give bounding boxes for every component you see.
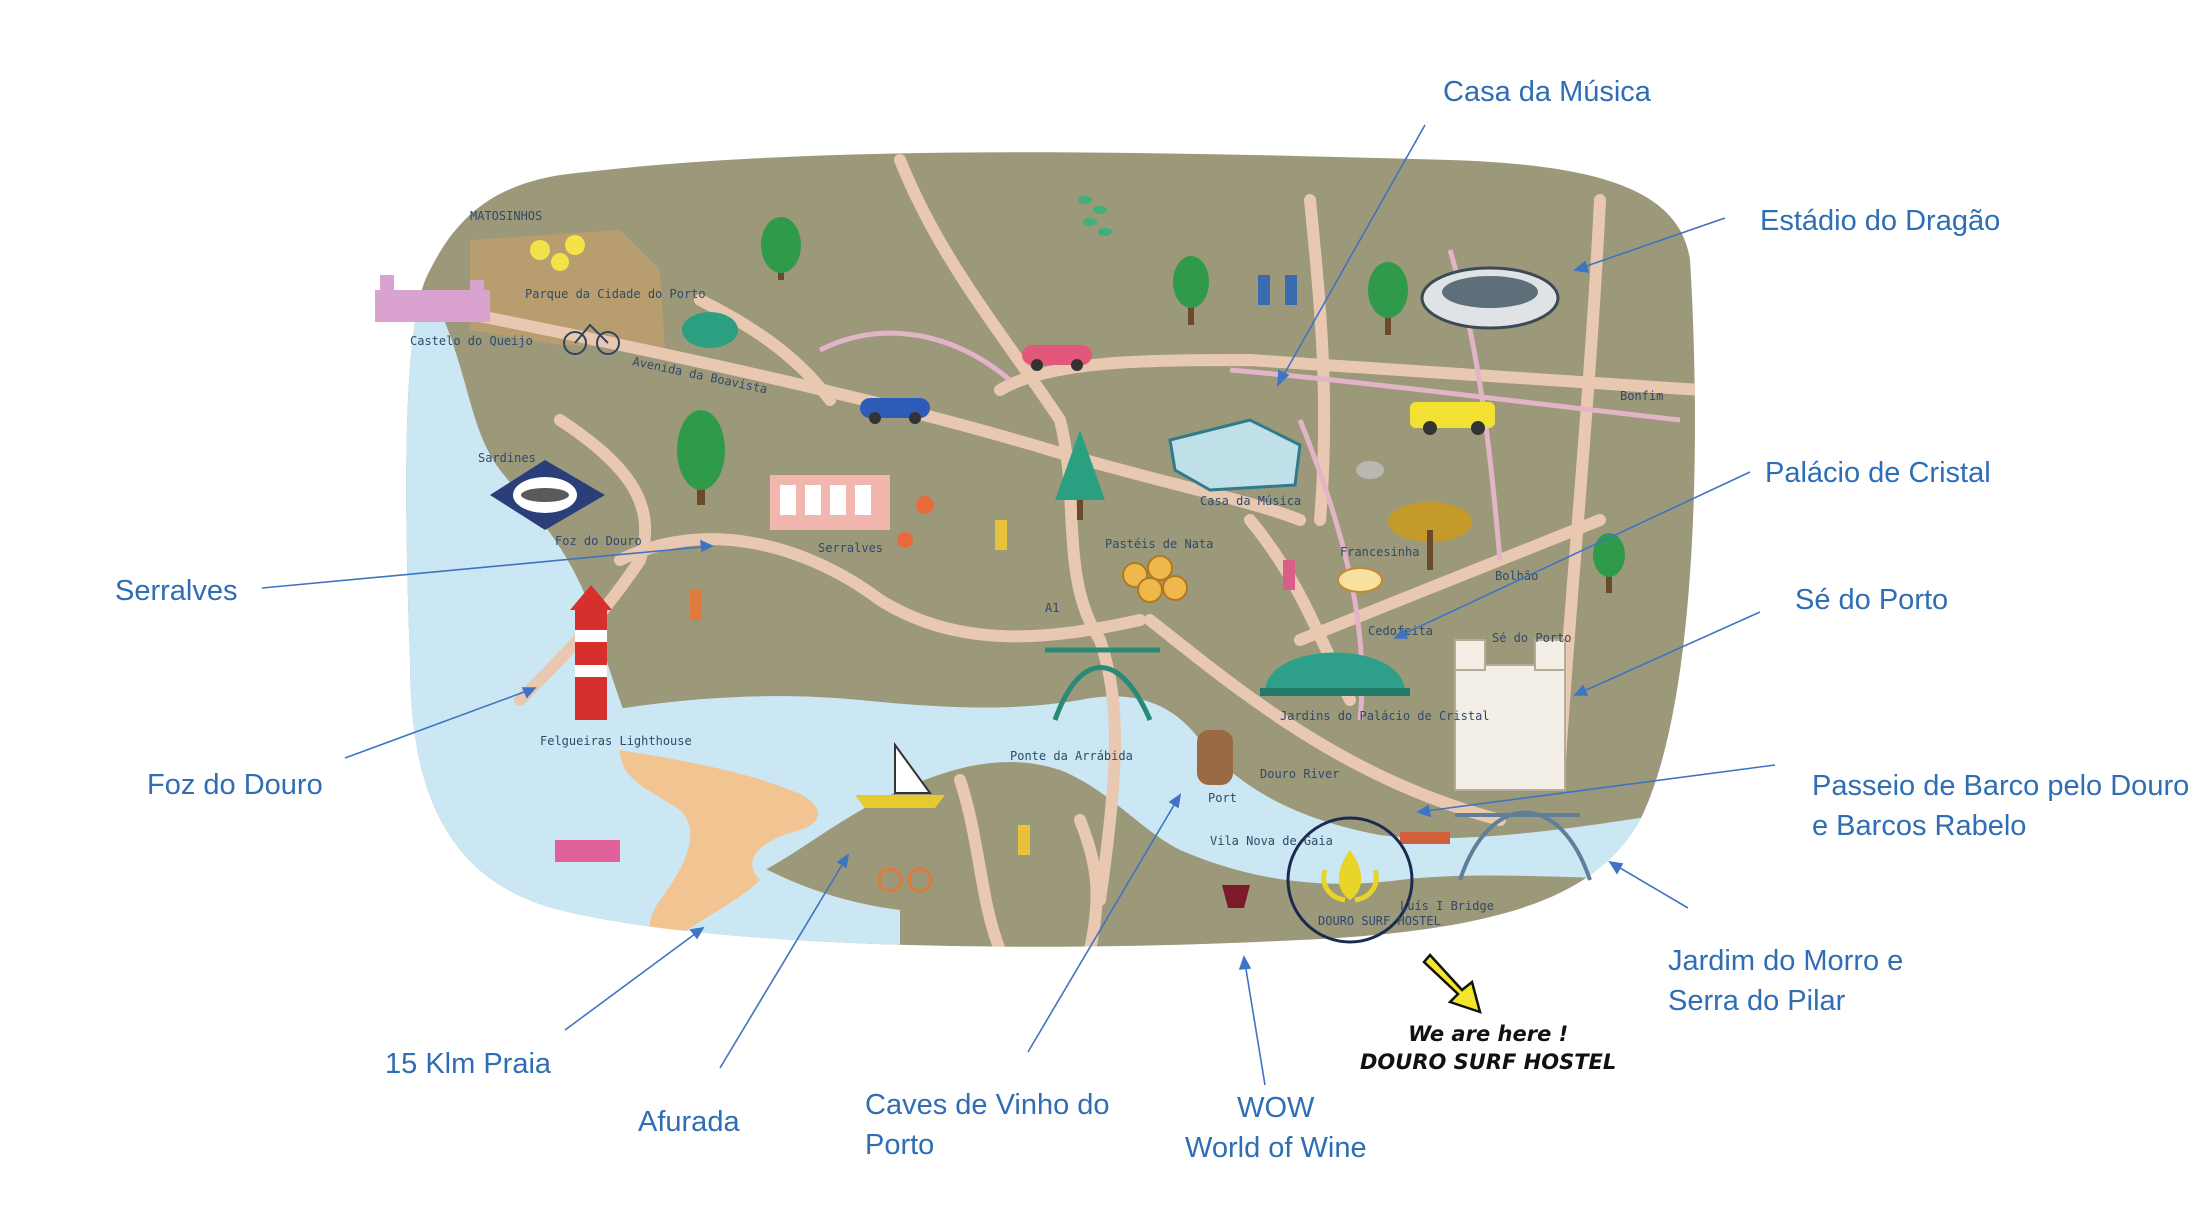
label-port: Port	[1208, 791, 1237, 805]
beach-sand	[620, 750, 819, 939]
label-francesinha: Francesinha	[1340, 545, 1419, 559]
couple-icon	[1258, 275, 1297, 305]
label-a1: A1	[1045, 601, 1059, 615]
we-are-here-arrow-icon	[1422, 953, 1482, 1014]
callout-arrows	[261, 124, 1776, 1086]
label-se: Sé do Porto	[1492, 631, 1571, 645]
callout-caves-line2: Porto	[865, 1129, 935, 1161]
blue-car-icon	[860, 398, 930, 424]
label-bolhao: Bolhão	[1495, 569, 1538, 583]
label-castelo: Castelo do Queijo	[410, 334, 533, 348]
label-luis-bridge: Luís I Bridge	[1400, 899, 1494, 913]
yellow-jeep-icon	[1410, 402, 1495, 435]
callout-passeio-line1: Passeio de Barco pelo Douro	[1812, 770, 2190, 802]
callout-praia: 15 Klm Praia	[385, 1048, 552, 1080]
atlantic-sea	[406, 300, 900, 947]
callout-palacio-de-cristal: Palácio de Cristal	[1765, 457, 1991, 489]
label-ponte-arrabida: Ponte da Arrábida	[1010, 749, 1133, 763]
wine-glass-icon	[1222, 885, 1250, 908]
person-icon	[995, 520, 1007, 550]
se-cathedral-icon	[1454, 639, 1566, 791]
umbrella-tree-icon	[1388, 502, 1472, 570]
casa-da-musica-icon	[1168, 418, 1302, 492]
tree-icon	[1173, 256, 1209, 325]
wine-barrel-icon	[1197, 730, 1233, 785]
pigeon-icon	[1356, 461, 1384, 479]
person-icon	[690, 590, 702, 620]
label-douro-river: Douro River	[1260, 767, 1339, 781]
pine-tree-icon	[1055, 430, 1105, 520]
francesinha-icon	[1337, 567, 1383, 593]
bush-icon	[682, 312, 738, 348]
tree-icon	[761, 217, 801, 280]
sardines-plate-icon	[490, 460, 605, 530]
we-are-here-label: We are here ! DOURO SURF HOSTEL	[1360, 1020, 1616, 1076]
lighthouse-icon	[570, 585, 612, 720]
callout-foz-do-douro: Foz do Douro	[147, 769, 323, 801]
person-icon	[1018, 825, 1030, 855]
callout-passeio-de-barco: Passeio de Barco pelo Douro e Barcos Rab…	[1812, 766, 2189, 846]
park-flowers-icon	[530, 235, 585, 271]
label-jardins: Jardins do Palácio de Cristal	[1280, 709, 1490, 723]
tree-icon	[677, 410, 725, 505]
label-hostel-logo: DOURO SURF HOSTEL	[1318, 914, 1441, 928]
cruise-ship-icon	[555, 840, 620, 862]
label-matosinhos: MATOSINHOS	[470, 209, 542, 223]
label-bonfim: Bonfim	[1620, 389, 1663, 403]
small-boat-icon	[1400, 832, 1450, 844]
person-icon	[1283, 560, 1295, 590]
pasteis-de-nata-icon	[1122, 555, 1188, 603]
stadium-icon	[1420, 266, 1560, 330]
callout-serralves: Serralves	[115, 575, 238, 607]
leaf-cluster-icon	[1078, 196, 1112, 236]
we-are-here-line1: We are here !	[1408, 1022, 1569, 1046]
label-vila-nova: Vila Nova de Gaia	[1210, 834, 1333, 848]
bicycle-icon	[877, 867, 933, 893]
bicycle-icon	[563, 323, 620, 355]
hostel-marker	[1286, 816, 1414, 944]
arrabida-bridge-icon	[1045, 647, 1160, 721]
we-are-here-line2: DOURO SURF HOSTEL	[1360, 1050, 1617, 1074]
douro-river	[560, 696, 1690, 899]
callout-afurada: Afurada	[638, 1106, 740, 1138]
rabelo-boat-icon	[855, 741, 945, 808]
red-car-icon	[1022, 345, 1092, 371]
callout-casa-da-musica: Casa da Música	[1443, 76, 1651, 108]
callout-jardim-do-morro: Jardim do Morro e Serra do Pilar	[1668, 941, 1903, 1021]
tree-icon	[1593, 533, 1625, 593]
callout-wow: WOW World of Wine	[1185, 1088, 1367, 1168]
label-foz: Foz do Douro	[555, 534, 642, 548]
palacio-de-cristal-dome-icon	[1260, 652, 1410, 696]
label-lighthouse: Felgueiras Lighthouse	[540, 734, 692, 748]
callout-passeio-line2: e Barcos Rabelo	[1812, 810, 2027, 842]
callout-jardim-line1: Jardim do Morro e	[1668, 945, 1904, 977]
label-pasteis: Pastéis de Nata	[1105, 537, 1213, 551]
luis-bridge-icon	[1455, 810, 1592, 881]
callout-caves-de-vinho: Caves de Vinho do Porto	[865, 1085, 1110, 1165]
callout-se-do-porto: Sé do Porto	[1795, 584, 1949, 616]
callout-jardim-line2: Serra do Pilar	[1668, 985, 1846, 1017]
label-casa: Casa da Música	[1200, 494, 1301, 508]
callout-estadio-do-dragao: Estádio do Dragão	[1760, 205, 2001, 237]
callout-caves-line1: Caves de Vinho do	[865, 1089, 1110, 1121]
serralves-house-icon	[770, 475, 890, 530]
label-parque: Parque da Cidade do Porto	[525, 287, 706, 301]
label-sardines: Sardines	[478, 451, 536, 465]
castle-icon	[375, 275, 490, 322]
callout-wow-line1: WOW	[1237, 1092, 1315, 1124]
tree-icon	[1368, 262, 1408, 335]
flower-icon	[897, 496, 934, 548]
label-serralves: Serralves	[818, 541, 883, 555]
callout-wow-line2: World of Wine	[1185, 1132, 1367, 1164]
